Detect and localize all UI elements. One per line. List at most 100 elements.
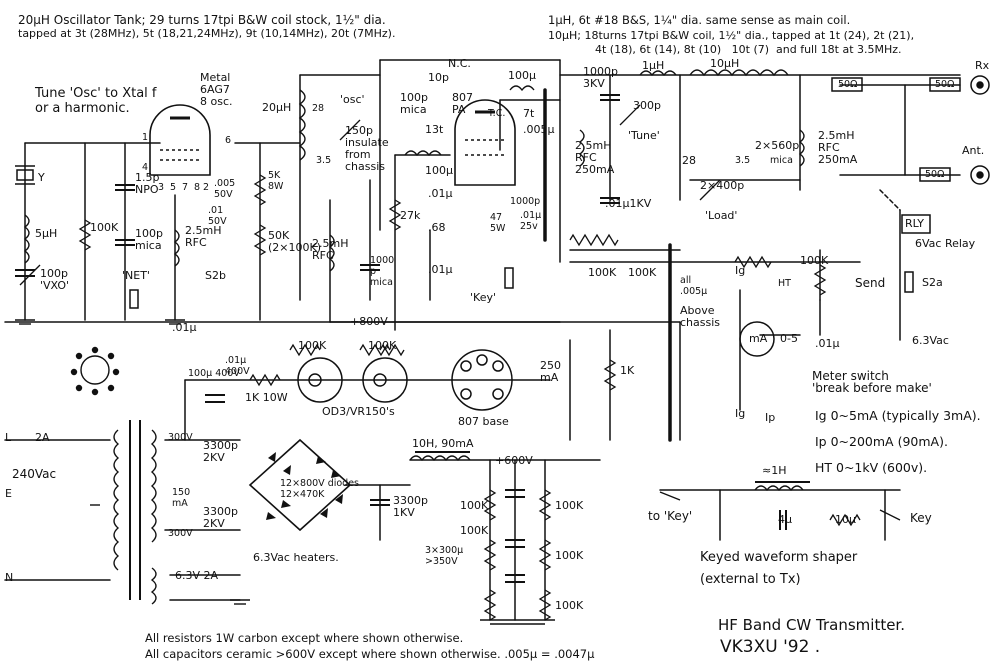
key-right-label: Key [910, 511, 932, 525]
tc-label: T.C. [488, 108, 506, 119]
mica-100p-mid-label: 100p mica [400, 91, 428, 116]
voltage-63ac-label: 6.3Vac [912, 334, 949, 347]
fuse-2a-label: 2A [35, 431, 50, 444]
inductor-5uh-label: 5μH [35, 227, 58, 240]
plus800-label: +800V [350, 315, 388, 328]
relay-label: 6Vac Relay [915, 237, 976, 250]
resistor-note: All resistors 1W carbon except where sho… [145, 631, 464, 645]
send-label: Send [855, 276, 886, 290]
vxo-cap-label: 100p 'VXO' [40, 267, 70, 292]
osc-tank-note-line1: 20μH Oscillator Tank; 29 turns 17tpi B&W… [18, 13, 386, 27]
shaper-note: (external to Tx) [700, 572, 801, 587]
cap-1000p-pa-label: 1000p [510, 196, 541, 207]
cap-100u-label: 100μ [425, 164, 453, 177]
resistor-50k-label: 50K (2×100K) [268, 229, 322, 254]
cap-4u-label: 4μ [778, 513, 792, 526]
mains-l-label: L [5, 431, 12, 444]
resistor-100k-f2-label: 100K [460, 524, 489, 537]
resistor-100k-vr2-label: 100K [368, 339, 397, 352]
resistor-100k-f4-label: 100K [555, 549, 584, 562]
resistor-100k-c-label: 100K [800, 254, 829, 267]
resistor-100k-f5-label: 100K [555, 599, 584, 612]
coax-50b-label: 50Ω [935, 79, 955, 90]
coax-50a-label: 50Ω [838, 79, 858, 90]
resistor-100k-b-label: 100K [628, 266, 657, 279]
current-250ma-label: 250 mA [540, 359, 561, 384]
pin-8-label: 8 [194, 182, 201, 193]
pin-5-label: 5 [170, 182, 177, 193]
mica-100p-left-label: 100p mica [135, 227, 163, 252]
cap-3300p-1kv-label: 3300p 1KV [393, 494, 428, 519]
mains-e-label: E [5, 487, 12, 500]
nc-label: N.C. [448, 57, 471, 70]
cap-2x560p-label: 2×560p [755, 139, 800, 152]
sec-300v-b-label: 300V [168, 528, 193, 539]
rfc-right-label: 2.5mH RFC [312, 237, 349, 262]
rfc-osc-label: 2.5mH RFC [185, 224, 222, 249]
cap-01-50v-label: .01 50V [208, 205, 227, 227]
tap-35-label: 3.5 [316, 155, 332, 166]
rfc-pa-label: 2.5mH RFC 250mA [575, 139, 615, 176]
meter-label: mA [749, 332, 768, 345]
base-807-label: 807 base [458, 415, 509, 428]
mica-1000p-label: 1000 p mica [370, 255, 395, 288]
cap-300p-label: 300p [633, 99, 661, 112]
cap-005u-all-label: all .005μ [680, 275, 708, 297]
turns-7t-label: 7t [523, 107, 535, 120]
ant-label: Ant. [962, 144, 985, 157]
inductor-1uh-label: 1μH [642, 59, 665, 72]
osc-tube-label: Metal 6AG7 8 osc. [200, 71, 233, 108]
rfc-out-label: 2.5mH RFC 250mA [818, 129, 858, 166]
pin-7-label: 7 [182, 182, 189, 193]
cap-150p-label: 150p insulate from chassis [345, 124, 389, 173]
cap-3x300u-label: 3×300μ >350V [425, 545, 464, 567]
shaper-title: Keyed waveform shaper [700, 550, 858, 565]
relay-box-label: RLY [905, 217, 925, 230]
cap-100u-400v-label: 100μ 400V [188, 368, 240, 379]
cap-1000p-3kv-label: 1000p 3KV [583, 65, 618, 90]
main-coil-note-line2: 4t (18), 6t (14), 8t (10) 10t (7) and fu… [595, 43, 902, 56]
sec-63v-label: 6.3V 2A [175, 569, 219, 582]
cap-005-50v-label: .005 50V [214, 178, 236, 200]
load-label: 'Load' [705, 209, 738, 222]
resistor-1k-10w-label: 1K 10W [245, 391, 288, 404]
pin-1-label: 1 [142, 132, 149, 143]
sec-300v-a-label: 300V [168, 432, 193, 443]
mains-n-label: N [5, 571, 14, 584]
resistor-100k-f1-label: 100K [460, 499, 489, 512]
resistor-27k-label: 27k [400, 209, 421, 222]
cap-01u-bottom-label: .01μ [172, 321, 197, 334]
heaters-label: 6.3Vac heaters. [253, 551, 339, 564]
switch-s2b-label: S2b [205, 269, 226, 282]
ip-switch-label: Ip [765, 411, 776, 424]
capacitor-note: All capacitors ceramic >600V except wher… [145, 647, 595, 661]
pin-4-label: 4 [142, 162, 149, 173]
pin-3-label: 3 [158, 182, 165, 193]
resistor-47-label: 47 5W [490, 212, 506, 234]
coil-20uh-label: 20μH [262, 101, 292, 114]
link-coil-note: 1μH, 6t #18 B&S, 1¼" dia. same sense as … [548, 13, 851, 27]
cap-01u-25v-label: .01μ 25v [520, 210, 542, 232]
inductor-10uh-label: 10μH [710, 57, 740, 70]
choke-10h-label: 10H, 90mA [412, 437, 474, 450]
pa-tube-label: 807 PA [452, 91, 473, 116]
ht-label: HT [778, 278, 791, 289]
to-key-label: to 'Key' [648, 509, 693, 523]
meter-switch-note: Meter switch 'break before make' [812, 370, 932, 394]
choke-1h-label: ≈1H [762, 464, 787, 477]
above-chassis-label: Above chassis [680, 304, 721, 329]
cap-2x400p-label: 2×400p [700, 179, 745, 192]
mica-label: mica [770, 155, 793, 166]
meter-switch-text: Meter switch 'break before make' [812, 369, 932, 395]
crystal-label: Y [38, 171, 45, 184]
resistor-100k-vr1-label: 100K [298, 339, 327, 352]
resistor-100u-top-label: 100μ [508, 69, 536, 82]
tune-osc-note: Tune 'Osc' to Xtal f or a harmonic. [35, 86, 157, 116]
key-label: 'Key' [470, 291, 496, 304]
ig-range-note: Ig 0~5mA (typically 3mA). [815, 408, 981, 423]
rx-label: Rx [975, 59, 990, 72]
cap-01u-key-label: .01μ [428, 263, 453, 276]
resistor-10u-label: 10μ [835, 513, 856, 526]
meter-range-label: 0-5 [780, 332, 798, 345]
